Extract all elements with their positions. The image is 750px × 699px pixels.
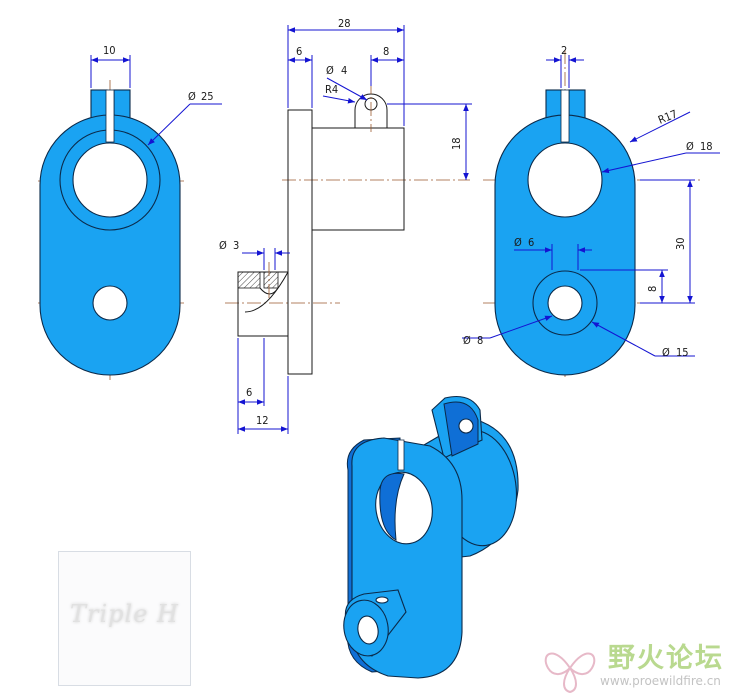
- isometric-view: [343, 395, 519, 679]
- dim-bore: 18: [700, 140, 713, 153]
- dim-lug-hole: 4: [341, 64, 347, 77]
- front-view: 10 Ø 25: [38, 44, 222, 380]
- dim-boss-total: 12: [256, 414, 269, 427]
- dim-boss-dia: 15: [676, 346, 689, 359]
- svg-text:Ø: Ø: [514, 236, 522, 249]
- dim-outer-radius: R17: [656, 107, 679, 126]
- dim-set-hole: 3: [233, 239, 239, 252]
- side-view: 28 6 8 Ø 4 R4 18 Ø 3 6 12: [219, 17, 472, 434]
- dim-lug-radius: R4: [325, 83, 338, 96]
- rear-view: 2 R17 Ø 18 Ø 6 30 8 Ø 8 Ø 15: [462, 44, 720, 380]
- svg-text:Ø: Ø: [662, 346, 670, 359]
- rear-small-hole: [547, 285, 583, 321]
- front-bore: [72, 142, 148, 218]
- dim-front-bore: 25: [201, 90, 214, 103]
- watermark: Triple H: [58, 551, 191, 686]
- dim-side-lug: 8: [383, 45, 389, 58]
- dim-center-dist: 30: [674, 237, 687, 250]
- svg-text:Ø: Ø: [463, 334, 471, 347]
- dim-boss-offset: 8: [646, 286, 659, 292]
- rear-bore: [527, 142, 603, 218]
- dim-front-width: 10: [103, 44, 116, 57]
- svg-text:Ø: Ø: [188, 90, 196, 103]
- dim-side-total: 28: [338, 17, 351, 30]
- svg-text:Ø: Ø: [686, 140, 694, 153]
- butterfly-icon: [544, 652, 596, 694]
- dim-lug-height: 18: [450, 137, 463, 150]
- side-flange: [287, 109, 313, 375]
- dim-side-flange: 6: [296, 45, 302, 58]
- watermark-text: Triple H: [70, 600, 179, 628]
- dim-small-hole: 6: [528, 236, 534, 249]
- forum-logo: 野火论坛 www.proewildfire.cn: [540, 630, 745, 696]
- front-small-hole: [92, 285, 128, 321]
- side-cylinder: [311, 127, 405, 231]
- svg-text:Ø: Ø: [326, 64, 334, 77]
- svg-text:Ø: Ø: [219, 239, 227, 252]
- logo-url[interactable]: www.proewildfire.cn: [600, 674, 721, 688]
- dim-boss-hole: 8: [477, 334, 483, 347]
- logo-title: 野火论坛: [608, 643, 724, 674]
- dim-boss-depth: 6: [246, 386, 252, 399]
- side-boss: [237, 271, 289, 337]
- dim-slot-width: 2: [561, 44, 567, 57]
